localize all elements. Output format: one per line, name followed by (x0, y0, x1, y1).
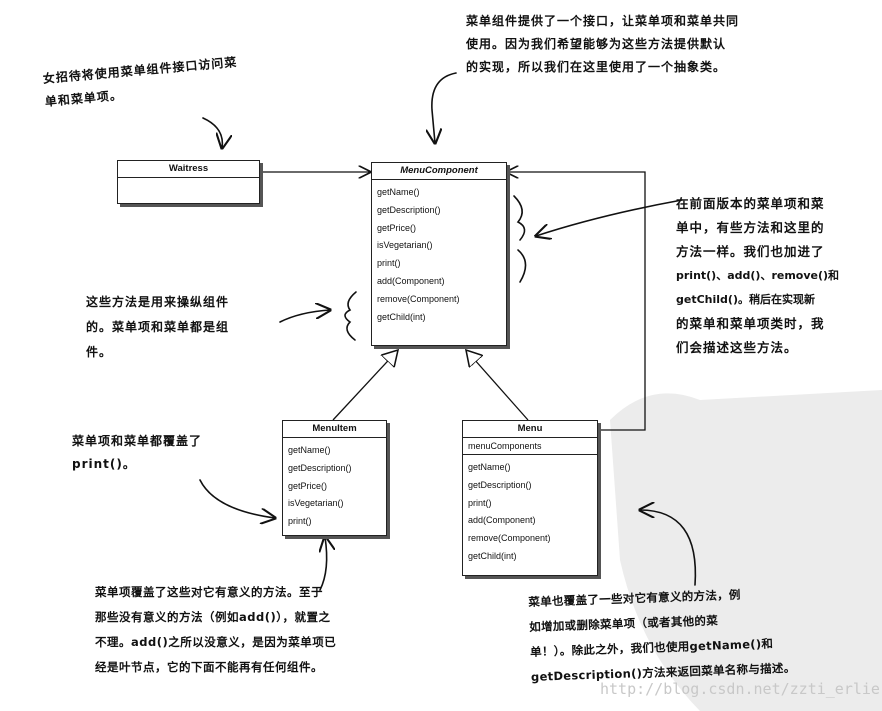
method: getName() (468, 462, 511, 472)
method: remove(Component) (377, 293, 460, 304)
note-line: 的。菜单项和菜单都是组 (86, 320, 230, 334)
class-name: MenuItem (283, 421, 386, 438)
inherit-menuitem (332, 350, 398, 421)
class-waitress[interactable]: Waitress (117, 160, 260, 204)
method: isVegetarian() (288, 498, 344, 509)
note-line: print()。 (72, 457, 136, 471)
note-component: 菜单组件提供了一个接口，让菜单项和菜单共同 使用。因为我们希望能够为这些方法提供… (466, 10, 739, 79)
method: getName() (288, 445, 331, 455)
note-menu: 菜单也覆盖了一些对它有意义的方法，例 如增加或删除菜单项（或者其他的菜 单！）。… (528, 581, 796, 690)
watermark-seal (610, 390, 882, 711)
note-menuitem: 菜单项覆盖了这些对它有意义的方法。至于 那些没有意义的方法（例如add()），就… (95, 580, 336, 680)
note-line: 的实现，所以我们在这里使用了一个抽象类。 (466, 60, 727, 74)
note-line: 单中，有些方法和这里的 (676, 220, 825, 235)
method: getDescription() (468, 479, 532, 490)
note-line: 那些没有意义的方法（例如add()），就置之 (95, 610, 331, 624)
note-override: 菜单项和菜单都覆盖了 print()。 (72, 430, 202, 476)
method: getPrice() (377, 222, 417, 233)
method: getDescription() (377, 204, 441, 215)
note-line: print()、add()、remove()和 (676, 269, 840, 282)
class-name: MenuComponent (372, 163, 506, 180)
method: getPrice() (288, 480, 328, 491)
method: getDescription() (288, 462, 352, 473)
method: add(Component) (468, 515, 536, 526)
field: menuComponents (463, 438, 597, 455)
note-line: 菜单项覆盖了这些对它有意义的方法。至于 (95, 585, 323, 599)
class-name: Waitress (118, 161, 259, 178)
method: remove(Component) (468, 533, 551, 544)
note-line: 件。 (86, 345, 113, 359)
method: isVegetarian() (377, 240, 433, 251)
note-line: 菜单项和菜单都覆盖了 (72, 434, 203, 448)
inherit-menu (466, 350, 529, 421)
method: getName() (377, 187, 420, 197)
method: print() (377, 258, 401, 269)
note-line: 经是叶节点，它的下面不能再有任何组件。 (95, 660, 323, 674)
note-manipulate: 这些方法是用来操纵组件 的。菜单项和菜单都是组 件。 (86, 290, 229, 365)
method: getChild(int) (468, 550, 517, 561)
note-line: 的菜单和菜单项类时，我 (676, 316, 825, 331)
method: print() (288, 516, 312, 527)
class-menu[interactable]: Menu menuComponents getName() getDescrip… (462, 420, 598, 576)
class-name: Menu (463, 421, 597, 438)
class-menu-component[interactable]: MenuComponent getName() getDescription()… (371, 162, 507, 346)
note-line: getChild()。稍后在实现新 (676, 293, 815, 306)
method: print() (468, 497, 492, 508)
note-line: 方法一样。我们也加进了 (676, 244, 825, 259)
note-line: 不理。add()之所以没意义，是因为菜单项已 (95, 635, 337, 649)
method: add(Component) (377, 275, 445, 286)
watermark-url: http://blog.csdn.net/zzti_erlie (600, 680, 880, 698)
note-line: 这些方法是用来操纵组件 (86, 295, 230, 309)
method: getChild(int) (377, 311, 426, 322)
note-line: 使用。因为我们希望能够为这些方法提供默认 (466, 37, 727, 51)
arrow-waitress-note (202, 117, 222, 148)
note-methods: 在前面版本的菜单项和菜 单中，有些方法和这里的 方法一样。我们也加进了 prin… (676, 192, 839, 360)
aggregation-menu-component (507, 172, 646, 431)
note-line: 们会描述这些方法。 (676, 340, 798, 355)
note-line: 菜单组件提供了一个接口，让菜单项和菜单共同 (466, 14, 740, 28)
class-menu-item[interactable]: MenuItem getName() getDescription() getP… (282, 420, 387, 536)
note-line: 在前面版本的菜单项和菜 (676, 196, 825, 211)
